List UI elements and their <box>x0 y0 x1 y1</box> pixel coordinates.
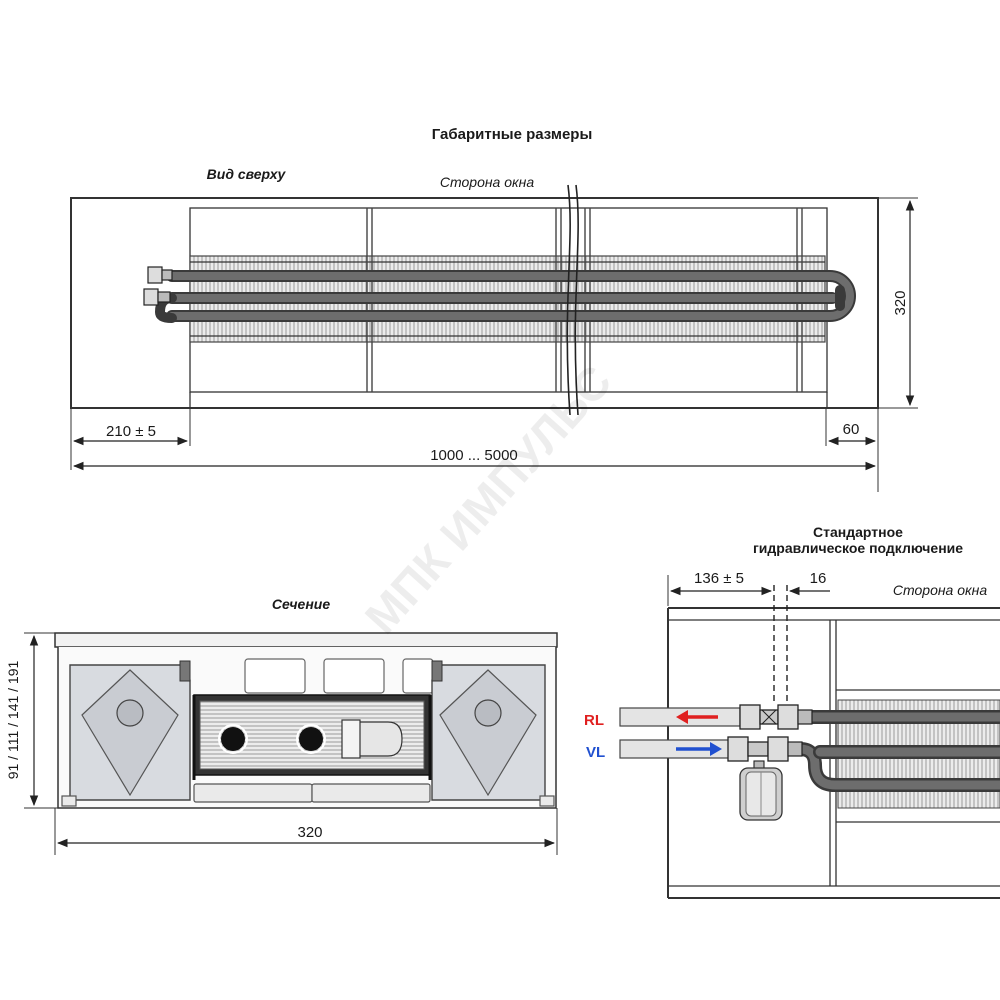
section-width-dim: 320 <box>297 824 322 841</box>
section-view: Сечение <box>5 596 558 855</box>
pipe-section <box>221 727 245 751</box>
pipe-section <box>299 727 323 751</box>
convector-pipes <box>793 710 1000 792</box>
left-fan-panel <box>69 660 191 801</box>
return-valve-icon <box>739 704 813 730</box>
drawing-title: Габаритные размеры <box>432 126 593 143</box>
break-line <box>566 184 579 416</box>
cover-plate <box>54 632 558 648</box>
watermark: МПК ИМПУЛЬС <box>355 355 622 643</box>
section-height-dim: 91 / 111 / 141 / 191 <box>5 660 21 779</box>
hydraulic-offset-dim: 136 ± 5 <box>694 570 744 587</box>
heat-exchanger-section <box>192 694 432 780</box>
logo-icon <box>474 699 502 727</box>
length-dim: 1000 ... 5000 <box>430 447 518 464</box>
convector-outer-frame <box>70 197 879 409</box>
hydraulic-title-line2: гидравлическое подключение <box>753 540 963 556</box>
hydraulic-view: Стандартное гидравлическое подключение С… <box>584 524 1000 899</box>
connection-fitting-icon <box>143 266 173 306</box>
top-view-label: Вид сверху <box>207 166 287 182</box>
grille-slots <box>244 658 434 694</box>
hydraulic-window-side-label: Сторона окна <box>893 582 987 598</box>
top-view: Вид сверху Сторона окна <box>70 166 918 492</box>
return-label: RL <box>584 712 604 729</box>
hydraulic-gap-dim: 16 <box>810 570 827 587</box>
left-offset-dim: 210 ± 5 <box>106 423 156 440</box>
hydraulic-title-line1: Стандартное <box>813 524 903 540</box>
heating-pipe-loop <box>154 270 856 323</box>
top-height-dim: 320 <box>892 290 909 315</box>
right-fan-panel <box>431 660 546 801</box>
section-label: Сечение <box>272 596 331 612</box>
return-arrow-head <box>676 710 688 724</box>
right-offset-dim: 60 <box>843 421 860 438</box>
logo-icon <box>116 699 144 727</box>
thermostatic-head-icon <box>739 767 783 821</box>
supply-label: VL <box>586 744 605 761</box>
supply-valve-icon <box>727 736 803 772</box>
bottom-tray <box>61 783 555 807</box>
window-side-label: Сторона окна <box>440 174 534 190</box>
supply-arrow-head <box>710 742 722 756</box>
